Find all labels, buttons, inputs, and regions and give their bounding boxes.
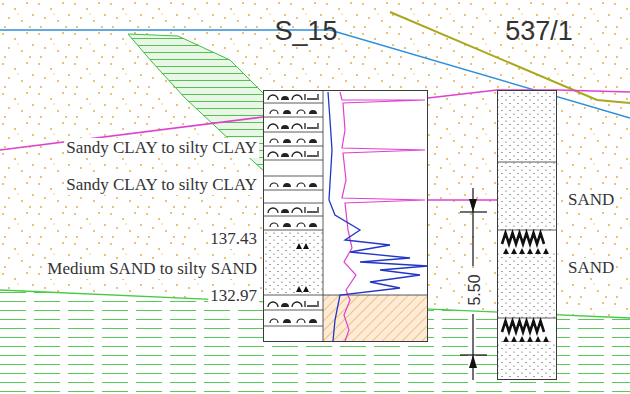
label-anchor: 132.97 <box>259 286 310 306</box>
layer-name: Sandy CLAY to silty CLAY <box>64 175 259 195</box>
borehole-column: S_15 <box>263 90 428 342</box>
label-anchor: Sandy CLAY to silty CLAY <box>259 175 454 195</box>
label-anchor: 5.50 <box>475 290 510 308</box>
borehole-name: 537/1 <box>505 17 573 47</box>
dimension: 5.50 <box>466 272 484 307</box>
layer-name: Sandy CLAY to silty CLAY <box>64 138 259 158</box>
label-anchor: 137.43 <box>259 229 310 249</box>
layer-name: Medium SAND to silty SAND <box>45 259 259 279</box>
borehole-name: S_15 <box>274 17 337 47</box>
borehole-column: 537/1 <box>497 90 557 380</box>
label-anchor: SAND <box>566 190 616 210</box>
label-anchor: Medium SAND to silty SAND <box>259 259 473 279</box>
layer-name: SAND <box>566 258 616 278</box>
elevation: 132.97 <box>208 286 259 306</box>
label-anchor: Sandy CLAY to silty CLAY <box>259 138 454 158</box>
label-anchor: SAND <box>566 258 616 278</box>
layer-name: SAND <box>566 190 616 210</box>
elevation: 137.43 <box>208 229 259 249</box>
